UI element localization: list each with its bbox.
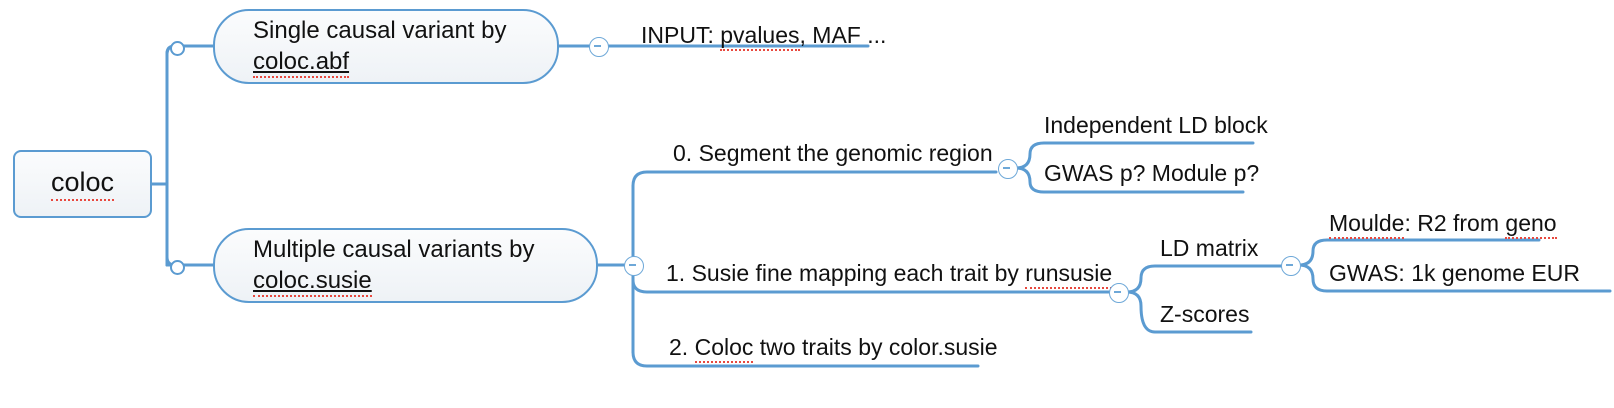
collapse-toggle-step-0[interactable] <box>998 159 1018 179</box>
branch-node-coloc-susie-line2: coloc.susie <box>253 266 372 297</box>
leaf-gwas-1k-genome-eur[interactable]: GWAS: 1k genome EUR <box>1329 260 1580 286</box>
branch-dot-coloc-abf[interactable] <box>169 40 185 56</box>
collapse-toggle-coloc-susie[interactable] <box>624 256 644 276</box>
leaf-gwas-p-module-p[interactable]: GWAS p? Module p? <box>1044 160 1260 186</box>
branch-node-coloc-susie-text: Multiple causal variants by coloc.susie <box>253 235 535 297</box>
leaf-input-pvalues-spellword: pvalues <box>720 22 800 51</box>
leaf-z-scores[interactable]: Z-scores <box>1160 301 1250 327</box>
branch-node-coloc-abf-text: Single causal variant by coloc.abf <box>253 16 507 78</box>
leaf-moulde-r2-geno[interactable]: Moulde: R2 from geno <box>1329 210 1557 239</box>
leaf-moulde-r2-geno-word1: Moulde <box>1329 210 1405 239</box>
collapse-toggle-step-1[interactable] <box>1109 283 1129 303</box>
branch-dot-coloc-susie[interactable] <box>169 259 185 275</box>
leaf-moulde-r2-geno-word2: geno <box>1505 210 1557 239</box>
collapse-toggle-coloc-abf[interactable] <box>589 37 609 57</box>
leaf-step-2-suffix: two traits by color.susie <box>753 334 998 360</box>
leaf-step-0[interactable]: 0. Segment the genomic region <box>673 140 993 166</box>
leaf-input-pvalues[interactable]: INPUT: pvalues, MAF ... <box>641 22 886 51</box>
branch-node-coloc-abf[interactable]: Single causal variant by coloc.abf <box>213 9 559 84</box>
branch-node-coloc-abf-line1: Single causal variant by <box>253 16 507 44</box>
leaf-independent-ld-block[interactable]: Independent LD block <box>1044 112 1268 138</box>
branch-node-coloc-abf-line2: coloc.abf <box>253 47 350 78</box>
branch-node-coloc-susie[interactable]: Multiple causal variants by coloc.susie <box>213 228 598 303</box>
leaf-step-2-spellword: Coloc <box>694 334 754 363</box>
leaf-step-1-spellword: runsusie <box>1025 260 1113 289</box>
root-node-label: coloc <box>50 167 115 201</box>
leaf-step-1[interactable]: 1. Susie fine mapping each trait by runs… <box>666 260 1113 289</box>
collapse-toggle-ld-matrix[interactable] <box>1281 256 1301 276</box>
leaf-step-1-prefix: 1. Susie fine mapping each trait by <box>666 260 1026 286</box>
leaf-step-2[interactable]: 2. Coloc two traits by color.susie <box>669 334 998 363</box>
branch-node-coloc-susie-line1: Multiple causal variants by <box>253 235 535 263</box>
leaf-step-2-prefix: 2. <box>669 334 695 360</box>
root-node[interactable]: coloc <box>13 150 152 218</box>
leaf-ld-matrix[interactable]: LD matrix <box>1160 235 1259 261</box>
